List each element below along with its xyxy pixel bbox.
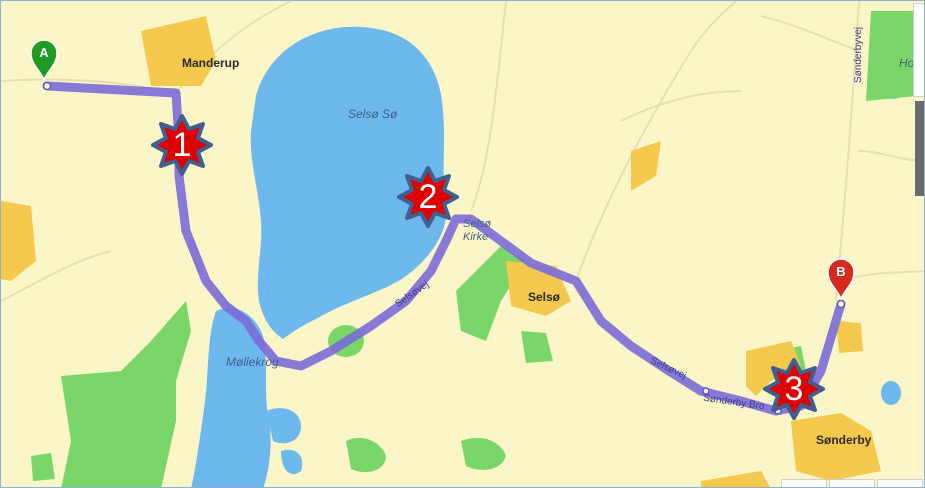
start-pin-label: A (39, 45, 49, 60)
waypoint-2-star-badge-icon[interactable]: 2 (397, 166, 459, 228)
map-info-panel[interactable] (913, 3, 924, 97)
place-selso-kirke-line2: Kirke (463, 231, 489, 243)
waypoint-3-star-badge-icon[interactable]: 3 (763, 358, 825, 420)
place-selso-so: Selsø Sø (348, 107, 398, 121)
place-ho: Ho (899, 56, 915, 70)
place-sonderby: Sønderby (816, 433, 872, 447)
map-control-button[interactable] (877, 479, 923, 487)
lake-mollekrog (191, 307, 271, 487)
waypoint-1-star-badge-icon[interactable]: 1 (151, 114, 213, 176)
end-pin-label: B (836, 264, 846, 279)
map-side-toggle[interactable] (915, 101, 924, 196)
place-manderup: Manderup (182, 56, 240, 70)
end-pin-icon[interactable]: B (826, 258, 856, 302)
waypoint-2-label: 2 (418, 178, 438, 216)
waypoint-3-label: 3 (784, 370, 804, 408)
place-selso-kirke-line1: Selsø (463, 218, 492, 230)
map-control-button[interactable] (781, 479, 827, 487)
waypoint-1-label: 1 (172, 126, 192, 164)
place-mollekrog: Møllekrog (226, 355, 279, 369)
road-sonderbyvej: Sønderbyvej (853, 26, 864, 83)
lake-selso-so (250, 26, 447, 340)
place-selso: Selsø (528, 290, 561, 304)
start-pin-icon[interactable]: A (29, 39, 59, 83)
map-control-button[interactable] (829, 479, 875, 487)
